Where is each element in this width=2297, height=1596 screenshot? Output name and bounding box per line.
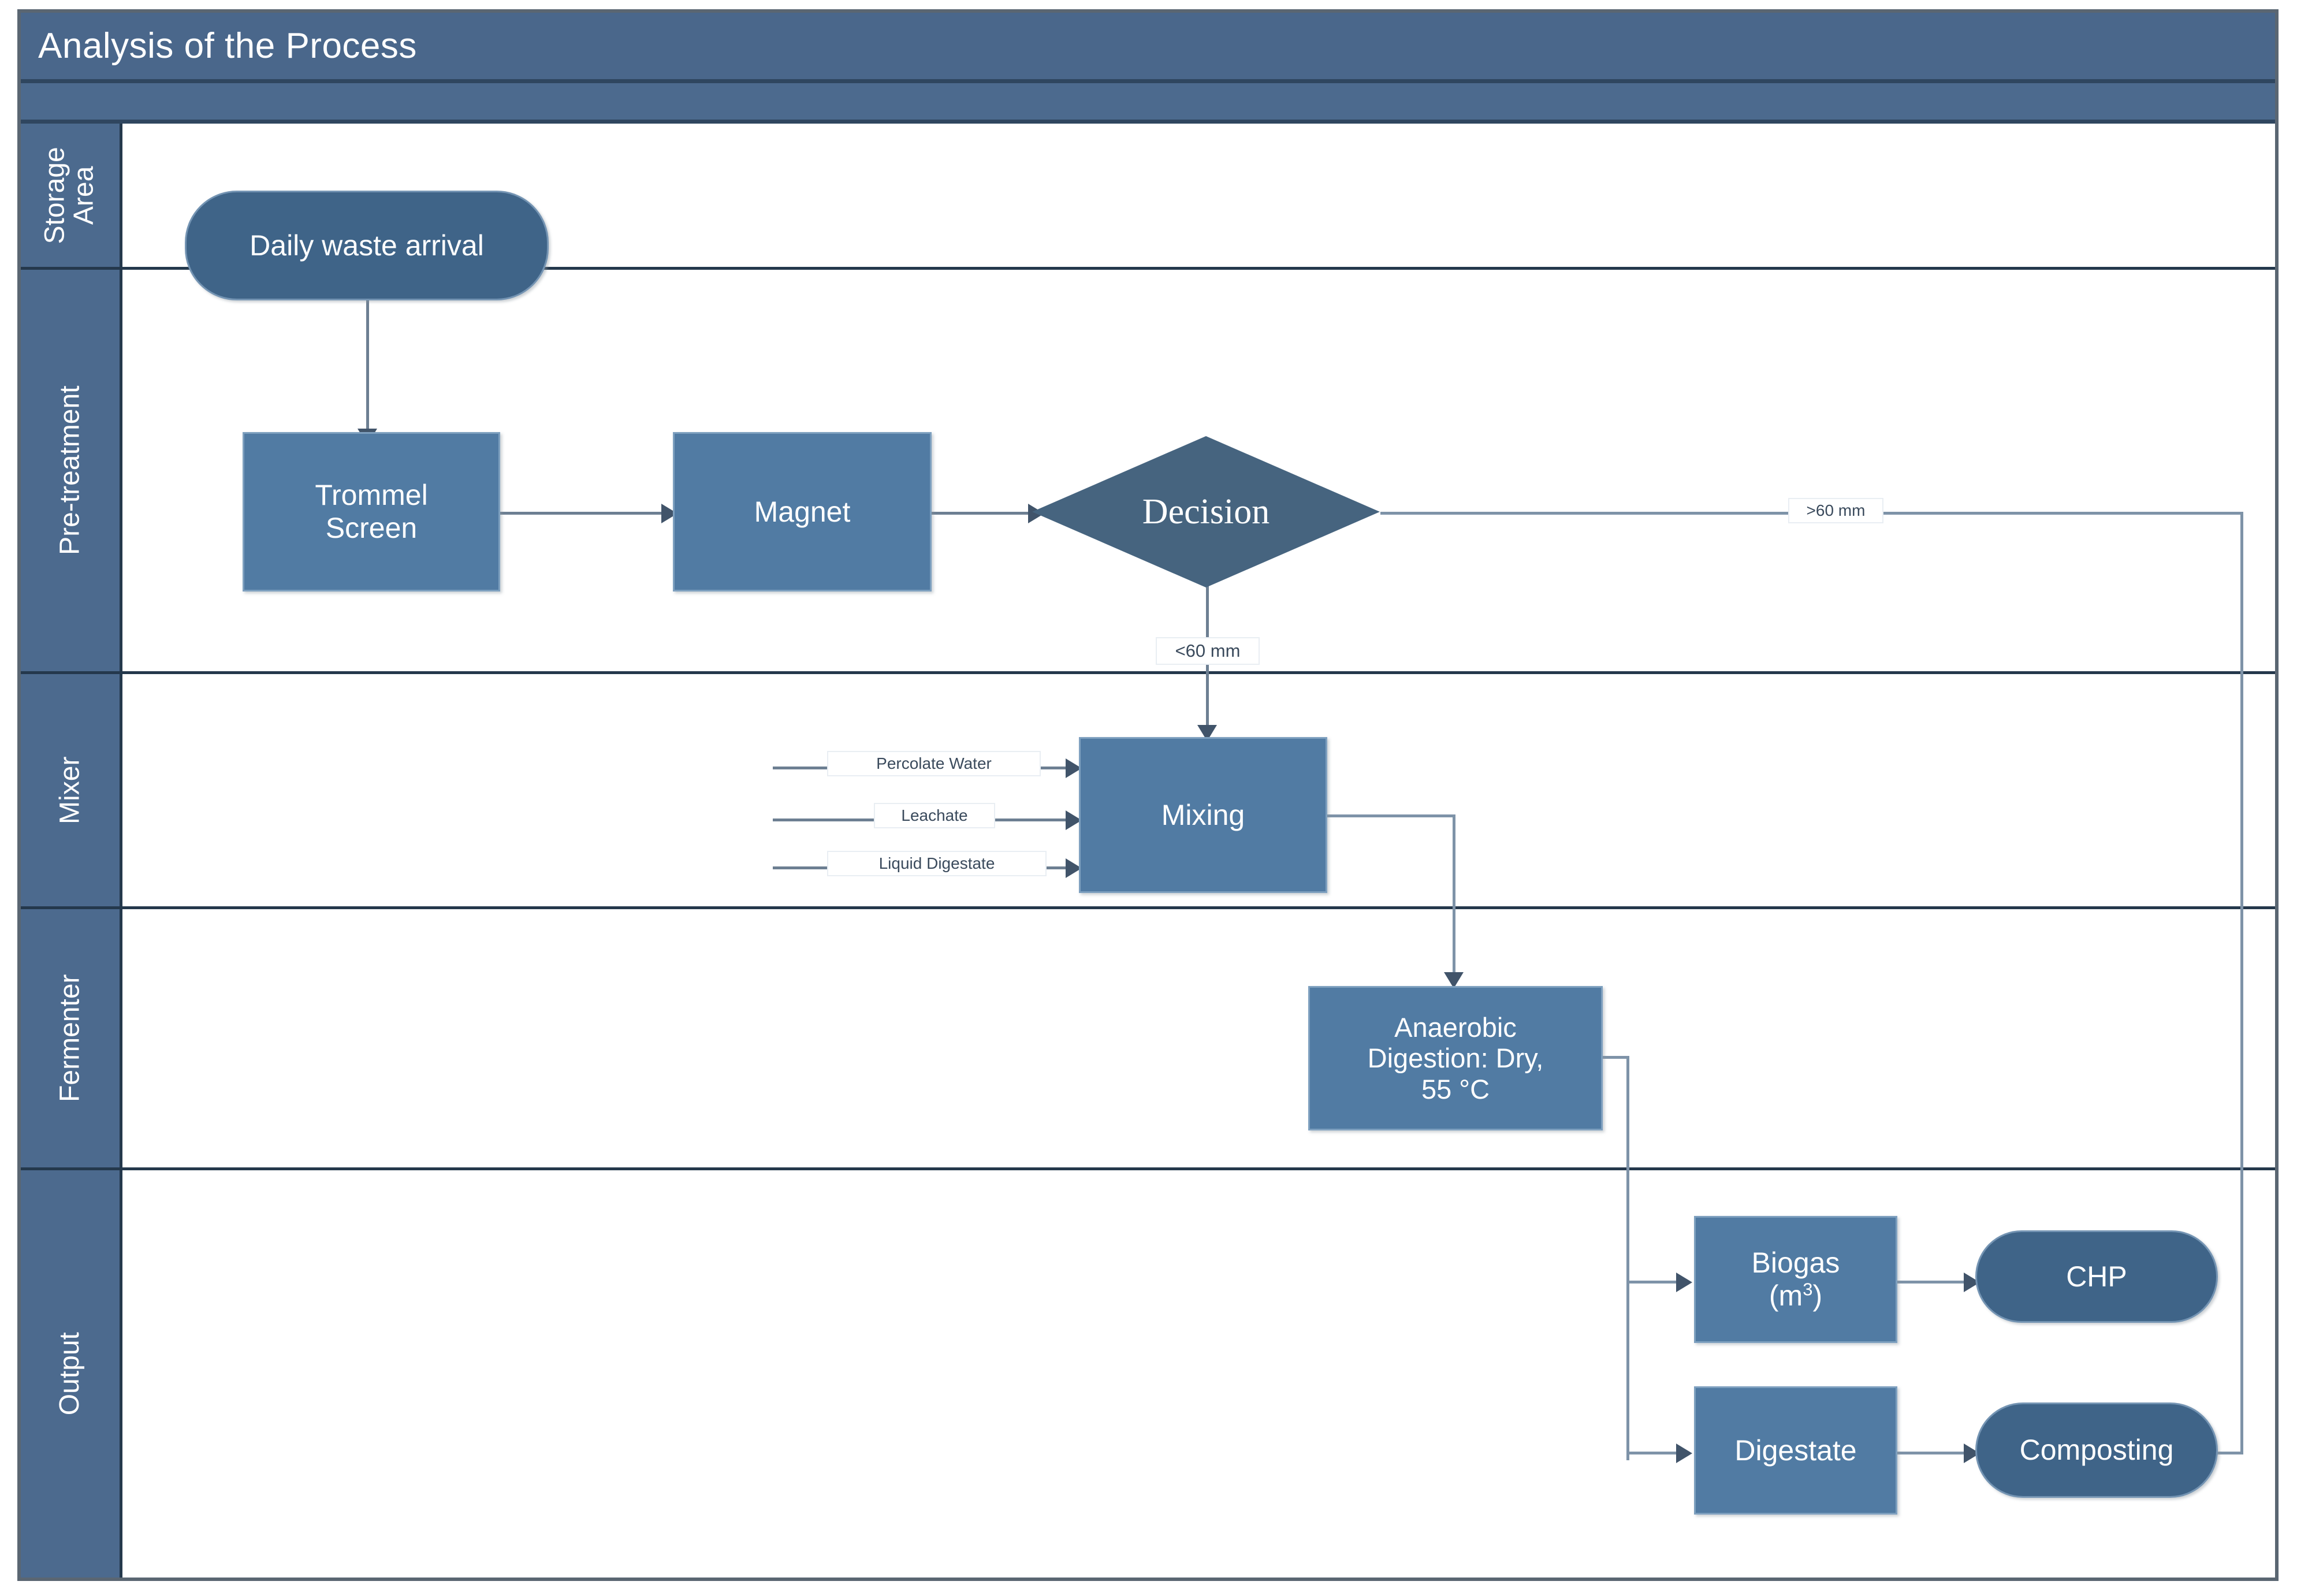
arrowhead-mixing-to-digestion (1444, 972, 1464, 988)
node-label-decision: Decision (1142, 492, 1270, 531)
node-anaerobic-digestion[interactable]: Anaerobic Digestion: Dry, 55 °C (1308, 986, 1603, 1130)
node-biogas[interactable]: Biogas (m3) (1694, 1216, 1897, 1343)
node-trommel-screen[interactable]: Trommel Screen (243, 432, 500, 591)
swimlane-header-pre-treatment: Pre-treatment (21, 270, 122, 671)
node-label-chp: CHP (2066, 1260, 2127, 1293)
swimlane-header-fermenter: Fermenter (21, 909, 122, 1167)
node-decision[interactable]: Decision (1032, 436, 1380, 587)
swimlane-label-mixer: Mixer (54, 756, 85, 824)
connector-digestion-out-horizontal (1603, 1056, 1629, 1059)
swimlane-body-fermenter (122, 909, 2275, 1167)
biogas-unit-close: ) (1812, 1279, 1823, 1312)
swimlane-body-output (122, 1170, 2275, 1578)
node-magnet[interactable]: Magnet (673, 432, 932, 591)
swimlane-header-mixer: Mixer (21, 674, 122, 906)
edge-label-liquid-digestate: Liquid Digestate (827, 851, 1047, 876)
arrowhead-to-digestate (1676, 1444, 1692, 1463)
connector-magnet-to-decision (932, 512, 1036, 515)
edge-label-leachate: Leachate (874, 803, 995, 828)
node-label-biogas-unit: (m3) (1769, 1279, 1822, 1312)
node-daily-waste-arrival[interactable]: Daily waste arrival (185, 191, 549, 300)
node-label-digestate: Digestate (1734, 1434, 1857, 1467)
edge-label-percolate-water: Percolate Water (827, 751, 1041, 776)
node-label-composting: Composting (2019, 1434, 2174, 1466)
diagram-title-bar: Analysis of the Process (21, 13, 2275, 83)
connector-mixing-to-digestion-vertical (1453, 814, 1455, 976)
connector-trommel-to-magnet (500, 512, 668, 515)
swimlane-label-output: Output (54, 1332, 85, 1416)
swimlane-header-storage-area: Storage Area (21, 124, 122, 267)
connector-digestate-to-composting (1897, 1452, 1972, 1454)
node-label-biogas: Biogas (1751, 1247, 1840, 1279)
node-label-trommel-screen: Trommel Screen (315, 479, 428, 544)
swimlane-label-pre-treatment: Pre-treatment (54, 385, 85, 556)
connector-mixing-to-digestion-horizontal (1327, 814, 1455, 817)
node-label-anaerobic-digestion: Anaerobic Digestion: Dry, 55 °C (1367, 1011, 1544, 1104)
connector-decision-over60-vertical (2240, 512, 2243, 1454)
node-label-magnet: Magnet (754, 495, 851, 528)
node-chp[interactable]: CHP (1975, 1230, 2218, 1323)
connector-to-digestate (1626, 1452, 1684, 1454)
swimlane-label-storage-area: Storage Area (40, 146, 100, 244)
swimlane-header-output: Output (21, 1170, 122, 1578)
node-digestate[interactable]: Digestate (1694, 1386, 1897, 1515)
node-label-mixing: Mixing (1161, 798, 1245, 831)
node-composting[interactable]: Composting (1975, 1402, 2218, 1498)
edge-label-under-60mm: <60 mm (1156, 637, 1260, 665)
connector-digestion-out-vertical (1626, 1056, 1629, 1460)
edge-label-over-60mm: >60 mm (1788, 498, 1883, 523)
swimlane-label-fermenter: Fermenter (54, 974, 85, 1103)
connector-arrival-to-trommel (366, 299, 369, 432)
diagram-sub-bar (21, 83, 2275, 124)
swimlane-fermenter: Fermenter (21, 909, 2275, 1170)
node-label-daily-waste-arrival: Daily waste arrival (250, 229, 484, 262)
swimlane-output: Output (21, 1170, 2275, 1578)
connector-biogas-to-chp (1897, 1281, 1972, 1284)
biogas-unit-exponent: 3 (1803, 1279, 1813, 1300)
biogas-unit-open: (m (1769, 1279, 1803, 1312)
node-mixing[interactable]: Mixing (1079, 737, 1327, 893)
connector-to-biogas (1626, 1281, 1684, 1284)
page-title: Analysis of the Process (38, 26, 417, 66)
arrowhead-to-biogas (1676, 1273, 1692, 1292)
